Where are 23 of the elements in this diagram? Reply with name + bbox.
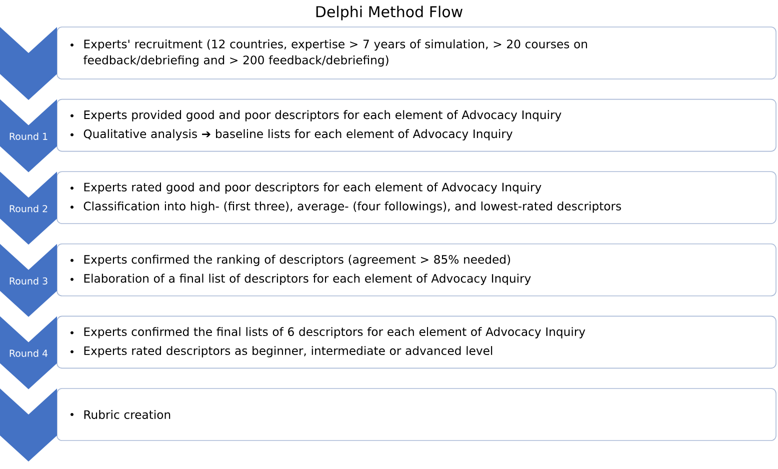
chevron-band: Round 4 [0, 316, 57, 390]
step-box [56, 388, 776, 441]
bullet-text: Experts provided good and poor descriptors for each element of Advocacy Inquiry [84, 110, 562, 122]
step-box [56, 98, 776, 152]
bullet-text: Experts confirmed the ranking of descriptors (agreement > 85% needed) [84, 254, 510, 266]
step-box [56, 26, 776, 80]
chevron-band [0, 388, 57, 462]
bullet-text: Qualitative analysis ➔ baseline lists for each element of Advocacy Inquiry [84, 129, 512, 140]
chevron-band: Round 3 [0, 244, 57, 317]
step-box [56, 171, 776, 224]
chevron-band: Round 1 [0, 99, 57, 172]
chevron-band: Round 2 [0, 172, 57, 245]
bullet-text: Experts' recruitment (12 countries, expertise > 7 years of simulation, > 20 courses on feedback/debriefing and > 200 feedback/debriefing) [83, 39, 587, 67]
step-box [56, 316, 776, 369]
bullet-text: Experts rated good and poor descriptors for each element of Advocacy Inquiry [84, 182, 542, 194]
step-box [56, 244, 776, 296]
bullet-text: Experts rated descriptors as beginner, intermediate or advanced level [84, 346, 492, 358]
bullet-text: Elaboration of a final list of descriptors for each element of Advocacy Inquiry [84, 274, 531, 286]
bullet-text: Experts confirmed the final lists of 6 descriptors for each element of Advocacy Inquiry [84, 327, 586, 338]
bullet-text: Classification into high- (first three), average- (four followings), and lowest-rated descriptors [84, 201, 621, 213]
title: Delphi Method Flow [316, 6, 462, 20]
bullet-text: Rubric creation [84, 410, 170, 419]
chevron-band [0, 27, 57, 100]
